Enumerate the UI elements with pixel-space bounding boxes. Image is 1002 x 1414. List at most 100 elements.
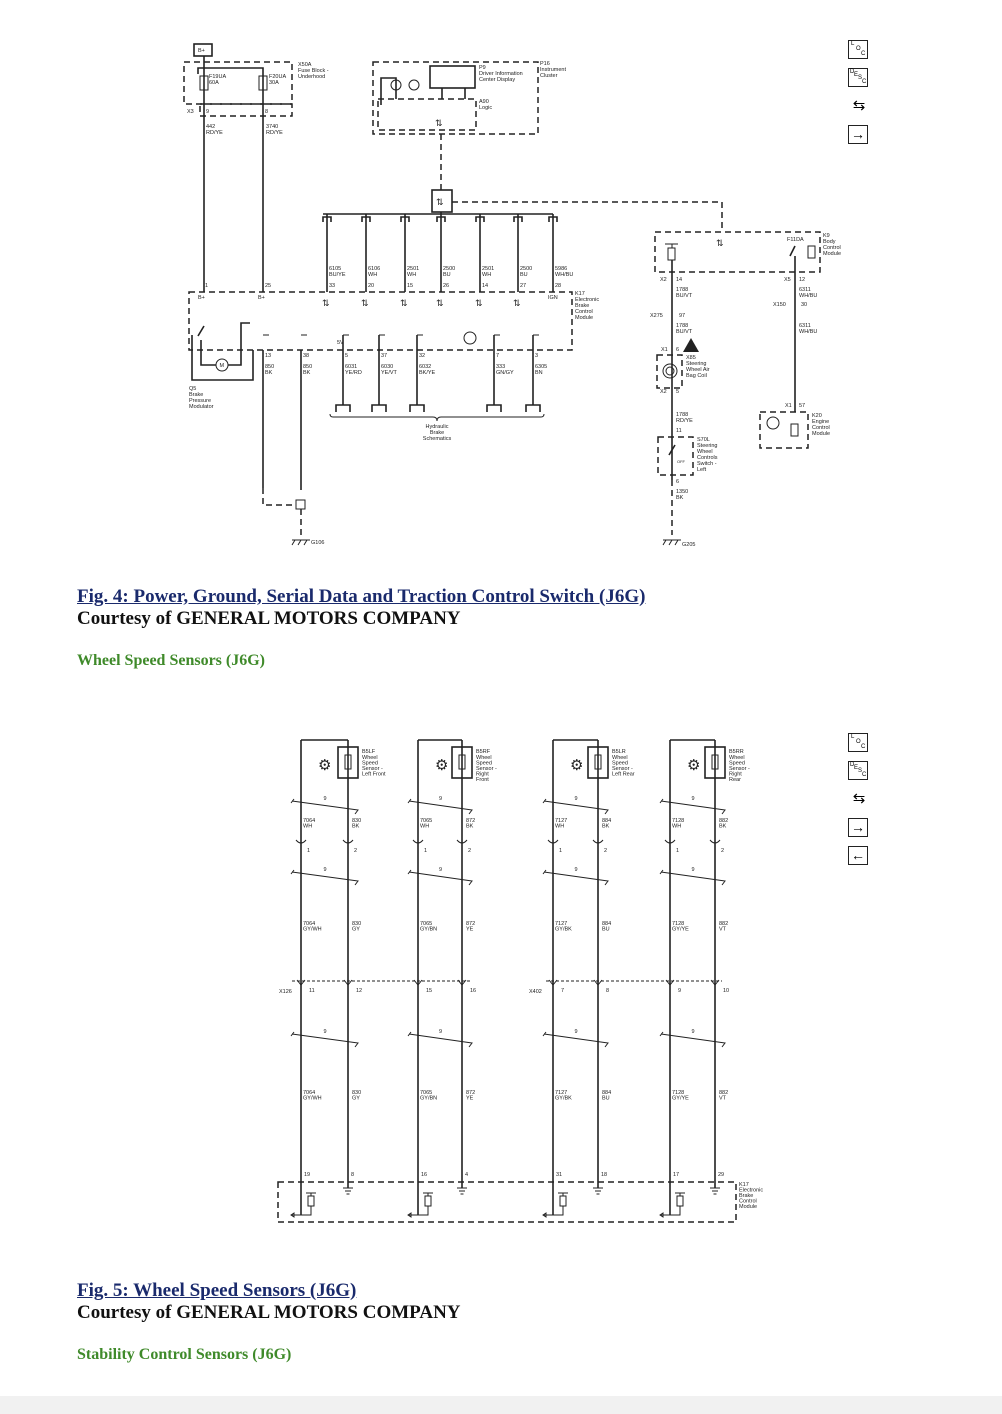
- wire-circuit: 2500: [520, 266, 532, 272]
- wire-circuit: 7127: [555, 921, 567, 927]
- diagram-label: WH/BU: [799, 293, 817, 299]
- previous-arrow-button[interactable]: ←: [848, 846, 868, 865]
- diagram-label: 442: [206, 124, 215, 130]
- twisted-pair-marker: [542, 869, 609, 886]
- diagram-label: 8: [265, 109, 268, 115]
- ground-icon: [662, 539, 681, 546]
- diagram-label: X5: [784, 277, 791, 283]
- diagram-label: Wheel: [697, 449, 713, 455]
- diagram-label: IGN: [548, 295, 558, 301]
- diagram-label: 12: [799, 277, 805, 283]
- sensor-wire: [409, 335, 425, 412]
- sensor-box: [337, 746, 359, 779]
- wire-circuit: 872: [466, 1090, 475, 1096]
- diagram-label: B+: [258, 295, 265, 301]
- pullup-resistor: [676, 1195, 684, 1207]
- serial-data-wire: [361, 214, 371, 292]
- pin-number: 3: [535, 353, 538, 359]
- twist-label: 9: [439, 867, 442, 873]
- sensor-wire: [335, 335, 351, 412]
- diagram-label: Left: [697, 467, 707, 473]
- wire-circuit: 6031: [345, 364, 357, 370]
- twist-label: 9: [324, 1029, 327, 1035]
- wire-circuit: 830: [352, 921, 361, 927]
- wire-color: BK: [602, 824, 610, 830]
- wire-color: WH: [420, 824, 429, 830]
- next-arrow-button[interactable]: →: [848, 125, 868, 144]
- wire-circuit: 7064: [303, 818, 315, 824]
- sensor-id: B5RR: [729, 749, 744, 755]
- wire-circuit: 333: [496, 364, 505, 370]
- pin-number: 26: [443, 283, 449, 289]
- wire-circuit: 7128: [672, 818, 684, 824]
- wire-circuit: 7127: [555, 1090, 567, 1096]
- fuse-block-outline: [183, 61, 293, 105]
- wheel-speed-sensor-circuit: ⚙: [407, 739, 473, 1218]
- diagram-label: ⇅: [716, 238, 724, 248]
- wire-circuit: 830: [352, 818, 361, 824]
- wire-color: WH: [407, 272, 416, 278]
- pin-number: 20: [368, 283, 374, 289]
- pin-number: 2: [354, 848, 357, 854]
- diagram-label: Body: [823, 239, 836, 245]
- wire-color: BU: [443, 272, 451, 278]
- inline-connector: [456, 838, 468, 844]
- wire-circuit: 7065: [420, 1090, 432, 1096]
- wire-circuit: 850: [265, 364, 274, 370]
- serial-data-arrows-icon: ⇅: [513, 298, 521, 308]
- wire-color: BK: [265, 370, 273, 376]
- sensor-name: Wheel: [729, 755, 745, 761]
- sensor-name: Sensor -: [476, 766, 497, 772]
- sensor-name: Wheel: [476, 755, 492, 761]
- next-arrow-button[interactable]: →: [848, 818, 868, 837]
- wire-circuit: 2501: [407, 266, 419, 272]
- sensor-name: Front: [476, 777, 489, 783]
- switch-icon: [668, 444, 676, 456]
- diagram-label: P16: [540, 61, 550, 67]
- twisted-pair-marker: [407, 1031, 473, 1048]
- wire-color: GY/YE: [672, 1096, 689, 1102]
- wire-color: BU: [602, 1096, 610, 1102]
- diagram-label: Center Display: [479, 77, 515, 83]
- serial-data-splice: [431, 189, 453, 213]
- diagram-label: Driver Information: [479, 71, 523, 77]
- connector-id: X402: [529, 989, 542, 995]
- wire-color: YE/RD: [345, 370, 362, 376]
- sensor-name: Wheel: [362, 755, 378, 761]
- pin-number: 1: [424, 848, 427, 854]
- pin-number: 1: [307, 848, 310, 854]
- diagram-label: 6: [676, 347, 679, 353]
- pin-number: 29: [718, 1172, 724, 1178]
- inline-connector: [592, 838, 604, 844]
- diagram-label: RD/YE: [206, 130, 223, 136]
- pin-number: 37: [381, 353, 387, 359]
- twisted-pair-marker: [407, 798, 473, 815]
- serial-data-wire: [513, 214, 523, 292]
- connector-id: X126: [279, 989, 292, 995]
- pin-number: 2: [468, 848, 471, 854]
- traction-off-icon: [408, 79, 420, 91]
- wire-color: BK: [352, 824, 360, 830]
- ebcm-outline: [188, 291, 573, 351]
- connector-tool-icon[interactable]: ⇆: [852, 98, 866, 114]
- sensor-name: Left Front: [362, 772, 386, 778]
- diagram-label: Control: [823, 245, 841, 251]
- sensor-name: Left Rear: [612, 772, 635, 778]
- fig4-title-link[interactable]: Fig. 4: Power, Ground, Serial Data and T…: [77, 586, 646, 607]
- diagram-label: F19UA: [209, 74, 226, 80]
- fig5-title-link[interactable]: Fig. 5: Wheel Speed Sensors (J6G): [77, 1280, 357, 1301]
- wire-color: GY/BK: [555, 1096, 572, 1102]
- diagram-label: 97: [679, 313, 685, 319]
- wire-color: GY/WH: [303, 1096, 322, 1102]
- diagram-label: WH/BU: [799, 329, 817, 335]
- diagram-label: Bag Coil: [686, 373, 707, 379]
- wire-circuit: 882: [719, 1090, 728, 1096]
- wire-color: GY/WH: [303, 927, 322, 933]
- connector-tool-icon[interactable]: ⇆: [852, 791, 866, 807]
- ecm-outline: [759, 411, 809, 449]
